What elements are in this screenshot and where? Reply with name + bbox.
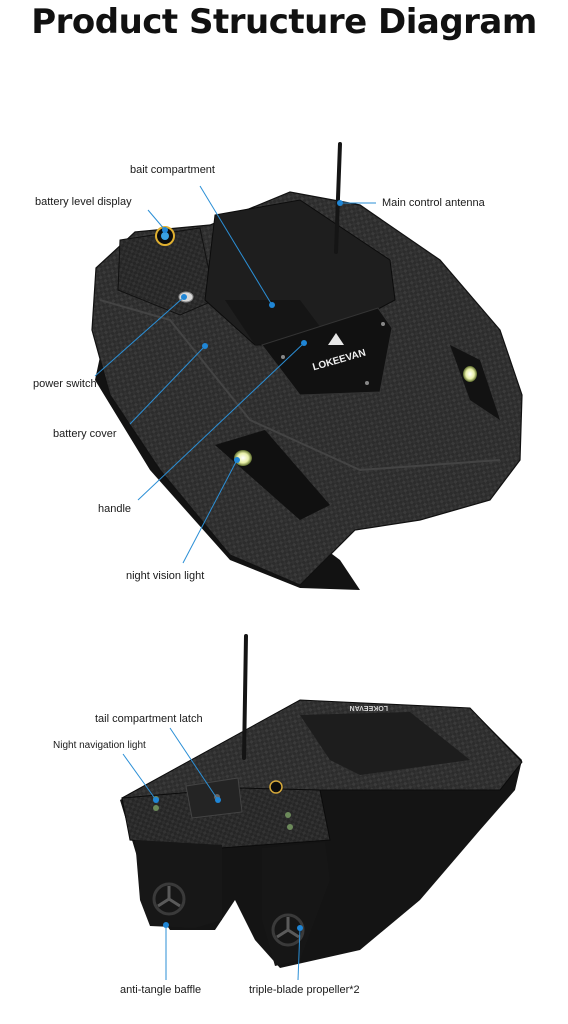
night-navigation-light-icon bbox=[153, 805, 159, 811]
label-night-vision-light: night vision light bbox=[126, 570, 205, 582]
label-handle: handle bbox=[98, 503, 132, 515]
rear-leader-lines bbox=[122, 727, 301, 981]
right-propeller-icon bbox=[271, 913, 305, 947]
label-anti-tangle-baffle: anti-tangle baffle bbox=[120, 984, 202, 996]
screw-icon bbox=[281, 355, 285, 359]
top-boat-side-ridge bbox=[99, 299, 501, 472]
rear-view-boat: LOKEEVAN bbox=[120, 634, 523, 968]
top-antenna bbox=[334, 142, 342, 254]
top-view-boat: LOKEEVAN bbox=[91, 142, 523, 590]
top-leader-dots bbox=[162, 200, 343, 463]
label-triple-blade-propeller: triple-blade propeller*2 bbox=[249, 984, 360, 996]
page-title: Product Structure Diagram bbox=[31, 2, 537, 42]
right-nav-light-icon bbox=[287, 824, 293, 830]
top-boat-right-window bbox=[450, 345, 500, 420]
label-battery-level-display: battery level display bbox=[35, 196, 132, 208]
top-boat-logo-plate bbox=[261, 307, 393, 396]
right-nav-light-icon bbox=[285, 812, 291, 818]
rear-leader-dots bbox=[153, 797, 303, 931]
label-night-navigation-light: Night navigation light bbox=[53, 740, 146, 751]
brand-logo-mark bbox=[328, 333, 344, 345]
screw-icon bbox=[365, 381, 369, 385]
rear-boat-stern-band bbox=[121, 787, 331, 849]
side-light-icon bbox=[463, 366, 477, 382]
tail-latch-plate bbox=[185, 777, 243, 819]
label-main-control-antenna: Main control antenna bbox=[382, 197, 485, 209]
label-tail-compartment-latch: tail compartment latch bbox=[95, 713, 203, 725]
label-battery-cover: battery cover bbox=[53, 428, 117, 440]
rear-boat-cockpit bbox=[300, 712, 470, 775]
label-power-switch: power switch bbox=[33, 378, 97, 390]
battery-level-display-inner bbox=[161, 232, 169, 240]
screw-icon bbox=[381, 322, 385, 326]
left-propeller-icon bbox=[152, 882, 186, 916]
rear-battery-display-icon bbox=[269, 780, 283, 794]
rear-left-pontoon bbox=[135, 840, 222, 928]
label-bait-compartment: bait compartment bbox=[130, 164, 215, 176]
rear-antenna bbox=[242, 634, 248, 760]
top-leader-lines bbox=[94, 185, 376, 564]
rear-brand-logo: LOKEEVAN bbox=[350, 704, 388, 711]
